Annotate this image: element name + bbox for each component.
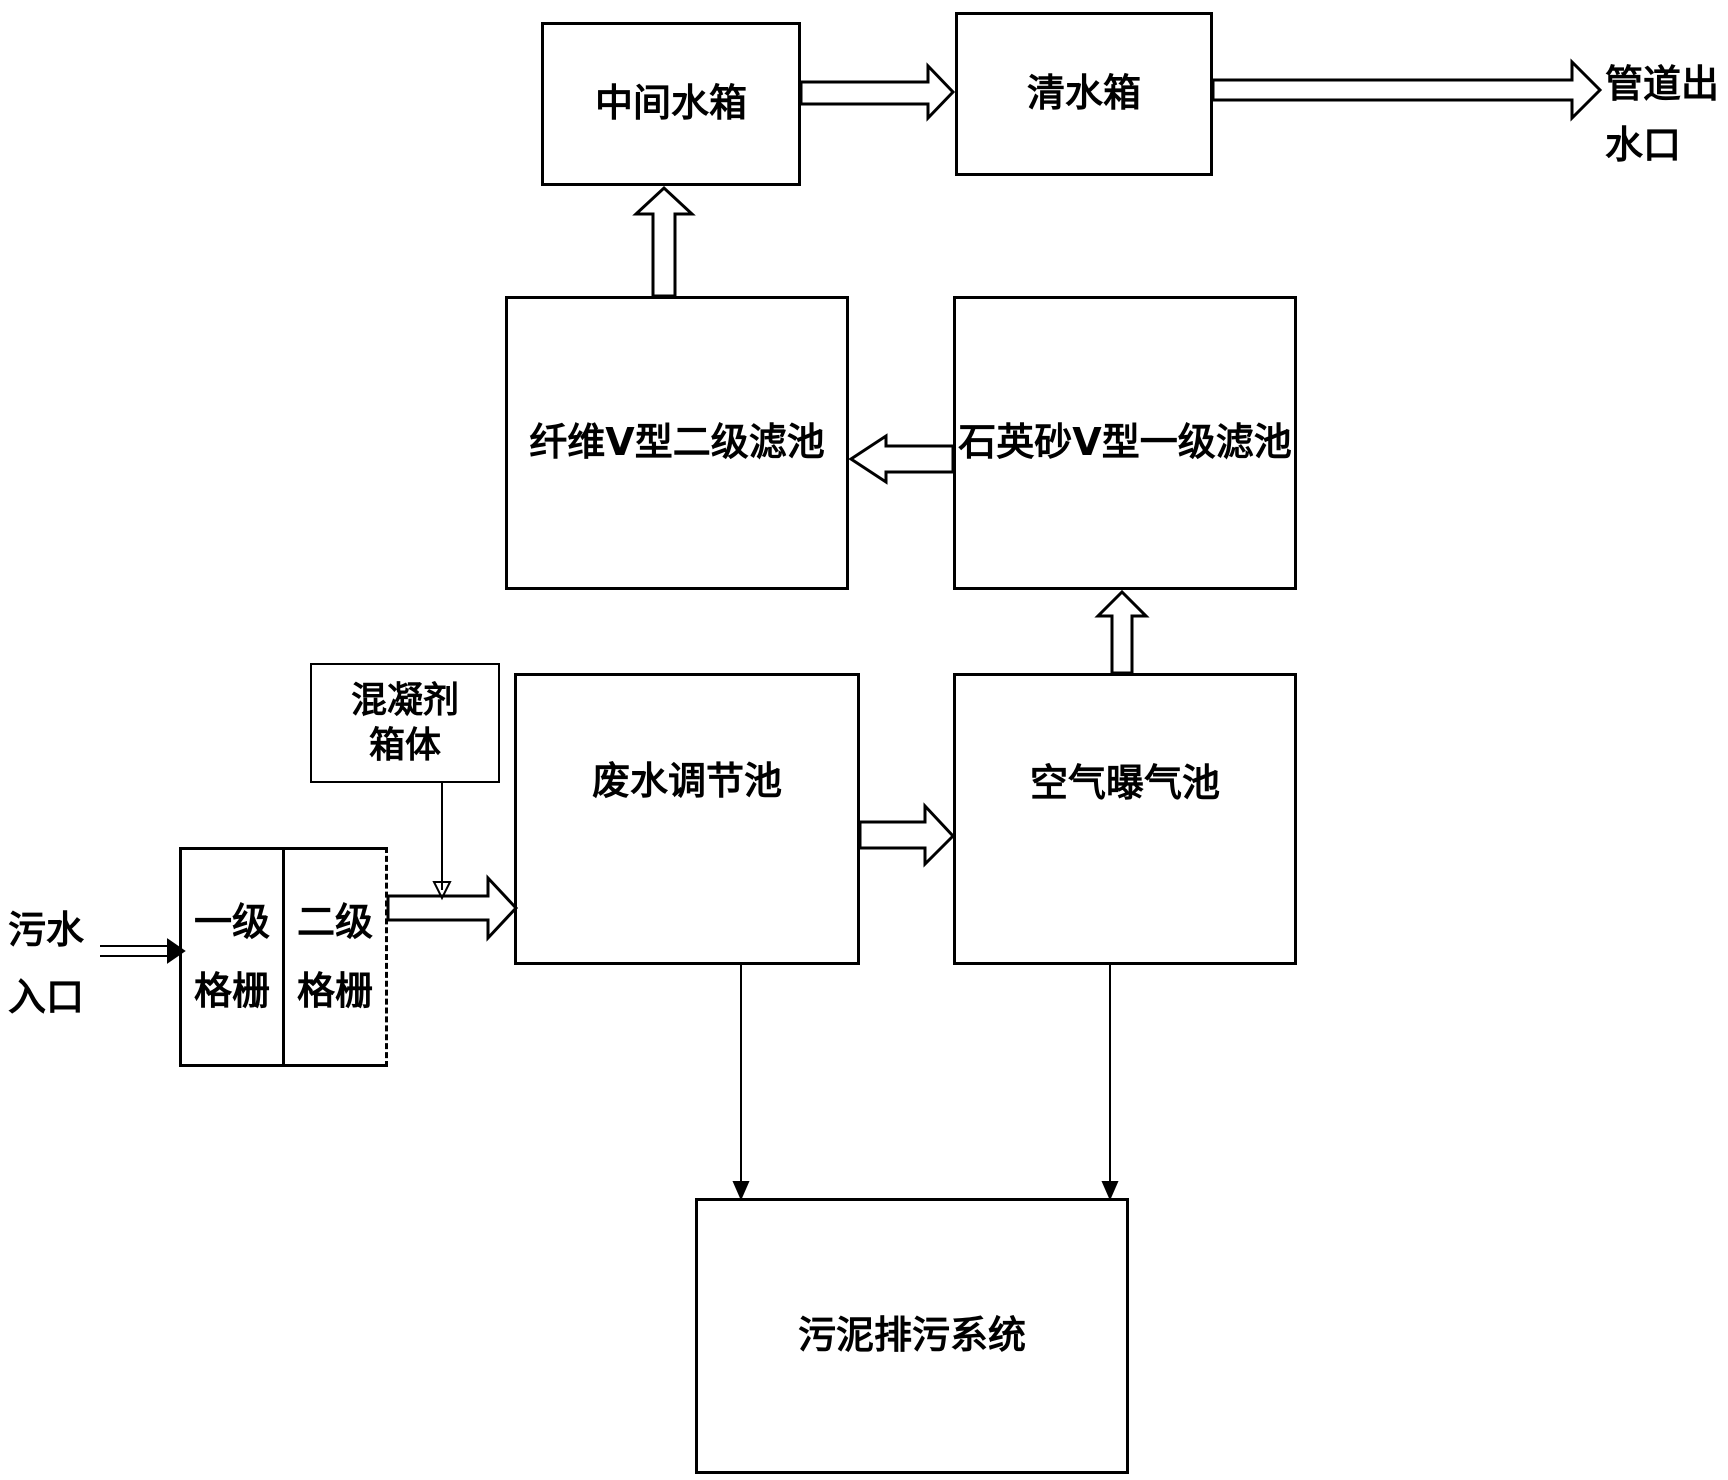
grille-2-label-line2: 格栅 — [296, 969, 373, 1013]
arrow-inlet-head — [167, 938, 186, 964]
intermediate-tank-label: 中间水箱 — [594, 81, 747, 126]
grille-1-label-line1: 一级 — [193, 899, 270, 944]
arrow-grille-to-regulation — [386, 874, 519, 942]
grille-1-label-line2: 格栅 — [193, 969, 270, 1013]
arrow-aeration-to-sludge-head — [1101, 1181, 1119, 1201]
grille-2-box: 二级 格栅 — [282, 847, 388, 1067]
arrow-regulation-to-aeration — [858, 802, 956, 868]
fiber-filter-label: 纤维V型二级滤池 — [529, 420, 825, 465]
clear-tank-label: 清水箱 — [1026, 71, 1141, 116]
intermediate-tank-box: 中间水箱 — [541, 22, 801, 186]
coagulant-label: 混凝剂 箱体 — [351, 678, 459, 768]
aeration-tank-label: 空气曝气池 — [1029, 761, 1220, 805]
inlet-label-line2: 入口 — [8, 975, 85, 1020]
arrow-intermediate-to-clear — [799, 62, 956, 122]
arrow-aeration-to-quartz — [1094, 589, 1150, 675]
arrow-clear-to-outlet — [1211, 58, 1603, 122]
clear-tank-box: 清水箱 — [955, 12, 1213, 176]
coagulant-label-line2: 箱体 — [368, 725, 441, 766]
coagulant-box: 混凝剂 箱体 — [310, 663, 500, 783]
grille-1-box: 一级 格栅 — [179, 847, 285, 1067]
fiber-filter-box: 纤维V型二级滤池 — [505, 296, 849, 590]
regulation-tank-label: 废水调节池 — [591, 759, 782, 803]
regulation-tank-box: 废水调节池 — [514, 673, 860, 965]
grille-1-label: 一级 格栅 — [194, 899, 270, 1016]
grille-2-label-line1: 二级 — [296, 899, 373, 944]
arrow-quartz-to-fiber — [848, 433, 955, 485]
arrow-regulation-to-sludge-head — [732, 1181, 750, 1201]
arrow-fiber-to-intermediate — [632, 185, 696, 298]
inlet-label-line1: 污水 — [8, 908, 85, 952]
quartz-filter-box: 石英砂V型一级滤池 — [953, 296, 1297, 590]
outlet-label-line2: 水口 — [1605, 123, 1682, 168]
sludge-system-box: 污泥排污系统 — [695, 1198, 1129, 1474]
outlet-label-line1: 管道出 — [1605, 62, 1720, 106]
grille-2-label: 二级 格栅 — [297, 899, 373, 1016]
quartz-filter-label: 石英砂V型一级滤池 — [958, 420, 1292, 465]
inlet-label: 污水 入口 — [8, 906, 84, 1023]
arrow-coagulant-head — [432, 881, 452, 901]
coagulant-label-line1: 混凝剂 — [350, 680, 459, 721]
sludge-system-label: 污泥排污系统 — [797, 1313, 1026, 1358]
outlet-label: 管道出 水口 — [1605, 60, 1719, 171]
